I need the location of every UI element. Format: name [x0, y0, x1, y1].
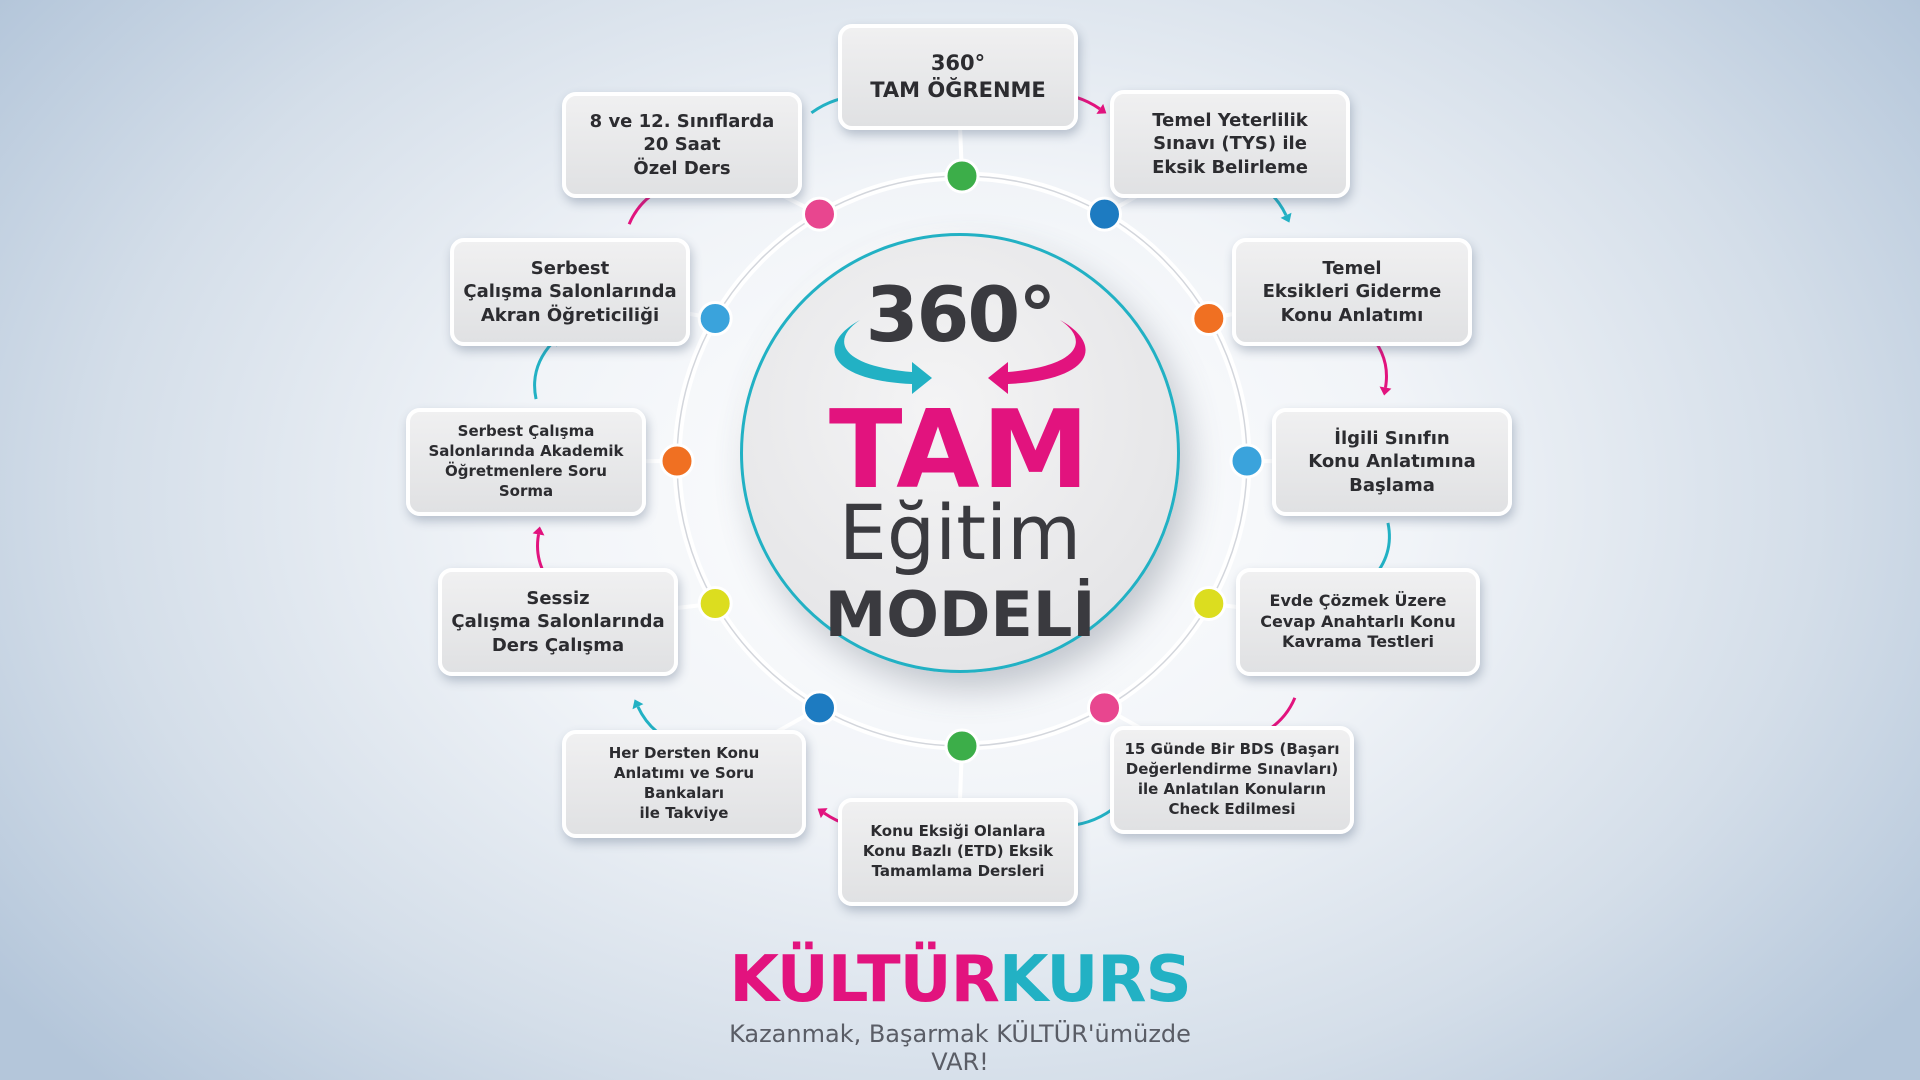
- step-line: Serbest: [530, 258, 610, 280]
- step-temel-eksikleri: Temel Eksikleri Giderme Konu Anlatımı: [1232, 238, 1472, 346]
- ring-dot: [944, 158, 980, 194]
- step-line: Cevap Anahtarlı Konu: [1260, 611, 1456, 631]
- step-arrow-shaft: [533, 341, 554, 400]
- step-evde-cozmek: Evde Çözmek Üzere Cevap Anahtarlı Konu K…: [1236, 568, 1480, 676]
- step-line: 8 ve 12. Sınıflarda: [589, 111, 775, 133]
- step-arrow-head-icon: [817, 808, 828, 819]
- step-arrow-head-icon: [1280, 212, 1292, 223]
- step-line: Tamamlama Dersleri: [871, 861, 1045, 880]
- step-line: Konu Anlatımına: [1308, 451, 1476, 473]
- step-arrow-head-icon: [1379, 386, 1392, 396]
- step-line: İlgili Sınıfın: [1334, 428, 1450, 450]
- step-arrow-head-icon: [632, 699, 644, 710]
- ring-dot: [1087, 690, 1122, 726]
- step-line: Değerlendirme Sınavları): [1125, 760, 1339, 779]
- step-line: Eksikleri Giderme: [1262, 281, 1442, 303]
- step-line: ile Anlatılan Konuların: [1137, 780, 1327, 798]
- step-line: Sessiz: [526, 588, 590, 610]
- ring-dot: [1229, 443, 1265, 479]
- step-line: Eksik Belirleme: [1152, 156, 1308, 178]
- step-360-tam-ogrenme: 360° TAM ÖĞRENME: [838, 24, 1078, 130]
- kultur-kurs-logo: KÜLTÜRKURS: [700, 948, 1220, 1012]
- center-ring: [740, 233, 1180, 673]
- step-line: Konu Bazlı (ETD) Eksik: [862, 842, 1054, 861]
- ring-dot: [944, 728, 980, 764]
- ring-dots: [659, 158, 1265, 764]
- step-line: Anlatımı ve Soru Bankaları: [613, 764, 755, 802]
- step-line: Konu Anlatımı: [1280, 304, 1424, 326]
- step-line: ile Takviye: [639, 803, 729, 822]
- step-line: 20 Saat: [643, 134, 721, 156]
- step-line: Çalışma Salonlarında: [463, 281, 677, 303]
- step-line: Kavrama Testleri: [1282, 632, 1434, 652]
- ring-dot: [697, 586, 733, 621]
- ring-dot: [802, 196, 837, 232]
- step-arrow-head-icon: [1096, 103, 1107, 114]
- step-arrow-head-icon: [532, 526, 545, 536]
- ring-dot: [659, 443, 695, 479]
- cyan-rotation-arrow-icon: [834, 320, 932, 394]
- step-line: Akran Öğreticiliği: [480, 304, 660, 326]
- step-bds: 15 Günde Bir BDS (Başarı Değerlendirme S…: [1110, 726, 1354, 834]
- step-line: Özel Ders: [633, 157, 731, 179]
- logo-word-kurs: KURS: [998, 943, 1192, 1017]
- center-egitim-label: Eğitim: [838, 488, 1082, 577]
- step-line: Başlama: [1349, 474, 1435, 496]
- step-line: TAM ÖĞRENME: [870, 78, 1046, 102]
- step-akademik: Serbest Çalışma Salonlarında Akademik Öğ…: [406, 408, 646, 516]
- center-tam-label: TAM: [828, 388, 1092, 513]
- ring-dot: [1191, 301, 1227, 336]
- logo-tagline: Kazanmak, Başarmak KÜLTÜR'ümüzde VAR!: [729, 1020, 1191, 1076]
- pink-rotation-arrow-icon: [988, 320, 1086, 394]
- step-akran: Serbest Çalışma Salonlarında Akran Öğret…: [450, 238, 690, 346]
- rotation-arrows: [834, 320, 1086, 394]
- step-line: Salonlarında Akademik: [428, 442, 624, 461]
- logo-word-kultur: KÜLTÜR: [729, 943, 1000, 1017]
- step-line: Temel Yeterlilik: [1152, 110, 1308, 132]
- step-ozel-ders: 8 ve 12. Sınıflarda 20 Saat Özel Ders: [562, 92, 802, 198]
- step-line: Öğretmenlere Soru Sorma: [444, 462, 607, 500]
- step-line: Ders Çalışma: [491, 634, 625, 656]
- step-ilgili-sinifin: İlgili Sınıfın Konu Anlatımına Başlama: [1272, 408, 1512, 516]
- step-line: Çalışma Salonlarında: [451, 611, 665, 633]
- step-line: Evde Çözmek Üzere: [1269, 590, 1447, 610]
- step-line: Sınavı (TYS) ile: [1153, 133, 1307, 155]
- center-360-label: 360°: [865, 270, 1057, 359]
- ring-dot: [802, 690, 837, 726]
- step-line: 15 Günde Bir BDS (Başarı: [1124, 740, 1340, 759]
- step-her-dersten: Her Dersten Konu Anlatımı ve Soru Bankal…: [562, 730, 806, 838]
- step-line: Her Dersten Konu: [608, 744, 760, 763]
- ring-dot: [1191, 586, 1227, 621]
- step-line: 360°: [930, 51, 986, 76]
- step-line: Serbest Çalışma: [457, 422, 595, 441]
- ring-dot: [1087, 196, 1122, 232]
- step-sessiz: Sessiz Çalışma Salonlarında Ders Çalışma: [438, 568, 678, 676]
- center-modeli-label: MODELİ: [824, 578, 1096, 651]
- step-etd: Konu Eksiği Olanlara Konu Bazlı (ETD) Ek…: [838, 798, 1078, 906]
- step-line: Check Edilmesi: [1168, 799, 1296, 818]
- step-line: Konu Eksiği Olanlara: [870, 822, 1046, 841]
- step-line: Temel: [1322, 258, 1382, 280]
- ring-dot: [697, 301, 733, 336]
- step-temel-yeterlilik: Temel Yeterlilik Sınavı (TYS) ile Eksik …: [1110, 90, 1350, 198]
